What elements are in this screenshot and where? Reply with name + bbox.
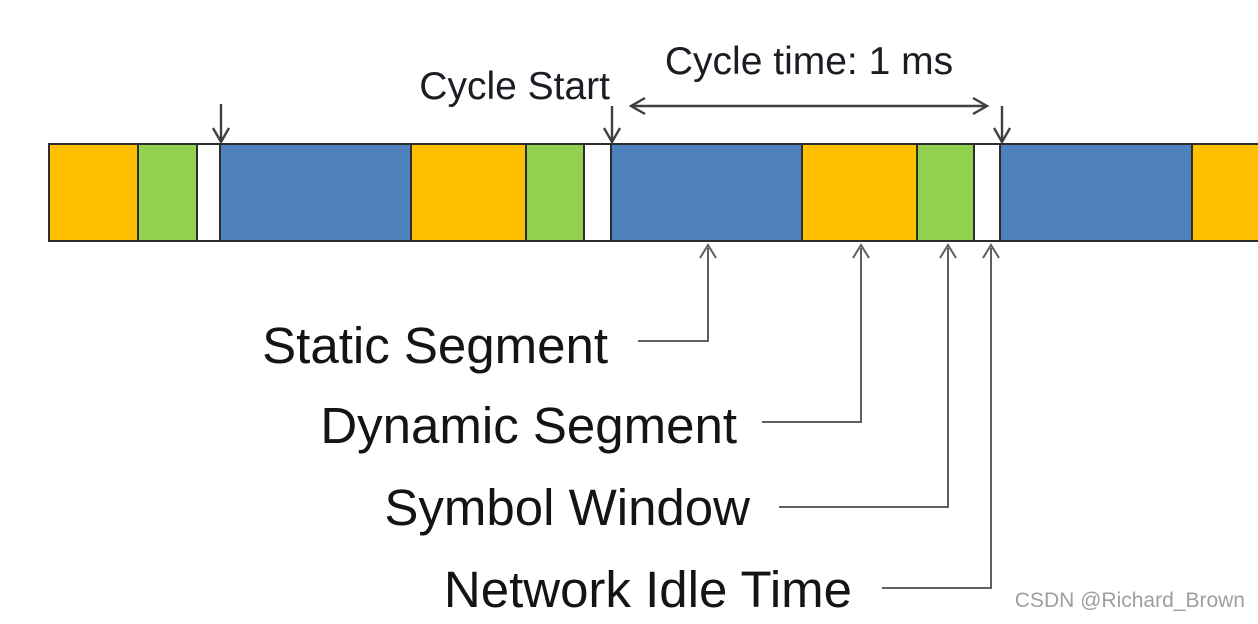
cycle-time-double-arrow-icon (628, 96, 990, 116)
segment-static-segment (1001, 145, 1193, 240)
segment-static-segment (612, 145, 803, 240)
symbol-window-callout-arrow-icon (779, 243, 957, 508)
static-segment-label: Static Segment (262, 317, 608, 374)
segment-network-idle (585, 145, 612, 240)
cycle-time-label: Cycle time: 1 ms (664, 40, 954, 83)
segment-dynamic-segment (412, 145, 527, 240)
segment-symbol-window (527, 145, 585, 240)
segment-dynamic-segment (1193, 145, 1258, 240)
network-idle-callout-arrow-icon (882, 243, 1000, 589)
cycle-start-down-arrow-icon (602, 106, 622, 145)
segment-symbol-window (918, 145, 975, 240)
segment-dynamic-segment (50, 145, 139, 240)
dynamic-segment-label: Dynamic Segment (320, 397, 737, 454)
cycle-start-down-arrow-icon (992, 106, 1012, 145)
segment-network-idle (198, 145, 221, 240)
segment-dynamic-segment (803, 145, 918, 240)
segment-static-segment (221, 145, 412, 240)
cycle-start-label: Cycle Start (419, 65, 610, 108)
symbol-window-label: Symbol Window (384, 479, 750, 536)
dynamic-segment-callout-arrow-icon (762, 243, 870, 423)
segment-symbol-window (139, 145, 198, 240)
timeline-bar (48, 143, 1258, 242)
watermark-text: CSDN @Richard_Brown (1014, 589, 1245, 612)
cycle-start-down-arrow-icon (211, 104, 231, 145)
network-idle-time-label: Network Idle Time (443, 561, 852, 618)
static-segment-callout-arrow-icon (638, 243, 717, 342)
segment-network-idle (975, 145, 1001, 240)
